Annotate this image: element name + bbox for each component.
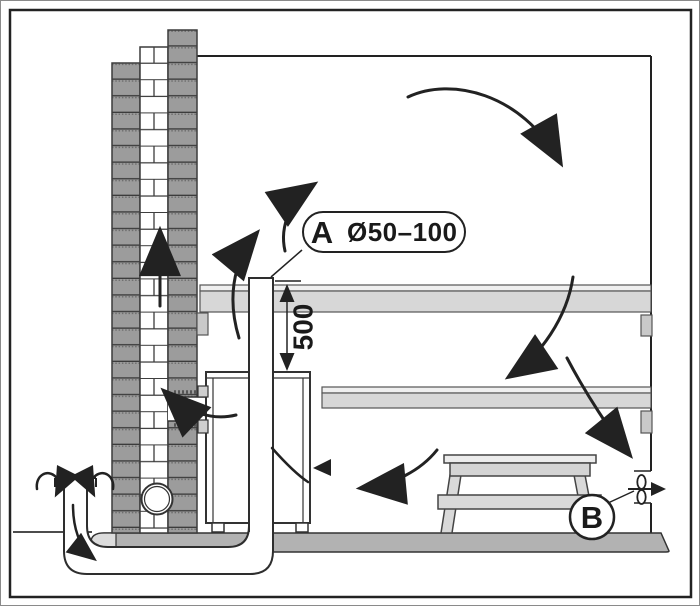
callout-a-leader (270, 249, 303, 278)
intake-duct-flow-arrow (65, 503, 97, 562)
chimney-cleanout (140, 482, 174, 516)
dimension-500: 500 (275, 280, 318, 371)
chimney (111, 29, 206, 534)
exhaust-vent-b: B (568, 474, 666, 541)
upper-bench-left-bracket (196, 312, 209, 336)
flue-gas-arrow (160, 387, 238, 438)
heater-foot-left (211, 522, 225, 533)
flue-flange-upper (197, 385, 209, 398)
exhaust-fan-icon (628, 474, 651, 505)
supply-duct-riser (248, 277, 274, 532)
upper-bench-right-bracket (640, 314, 653, 337)
intake-hook-arrow-left (35, 465, 80, 498)
heater-intake-curve (270, 446, 310, 484)
ceiling-circulation-arrow (406, 87, 564, 168)
heater-intake-arrowhead (313, 459, 331, 476)
flue-flange-lower (197, 419, 209, 434)
stool-top-board (443, 454, 597, 464)
exhaust-direction-arrowhead (651, 482, 666, 496)
callout-b-letter: B (581, 500, 603, 535)
callout-b-circle (568, 493, 616, 541)
rising-air-arrow-right (264, 181, 319, 253)
airflow-arrows (35, 87, 633, 562)
rising-air-arrow-left (211, 229, 261, 340)
toward-exhaust-arrow (565, 356, 633, 459)
callout-b-leader (607, 490, 635, 504)
chimney-left-brick-column (111, 62, 141, 534)
callout-a-letter: A (311, 215, 333, 250)
callout-a-pill (302, 211, 466, 253)
lower-bench-top-edge (321, 386, 652, 394)
upper-bench (199, 290, 652, 313)
intake-hook-arrow-right (70, 465, 115, 498)
chimney-flue-column (139, 46, 169, 534)
drawing-frame (8, 8, 693, 599)
floor-return-arrow (355, 448, 439, 505)
lower-bench-right-bracket (640, 410, 653, 434)
heater-foot-right (295, 522, 309, 533)
stool-apron (449, 462, 591, 477)
dimension-value: 500 (287, 304, 318, 351)
chimney-right-brick-column (167, 29, 198, 534)
benches (196, 284, 653, 434)
lower-bench (321, 392, 652, 409)
descending-air-arrow (504, 275, 575, 380)
callout-a-diameter: Ø50–100 (347, 217, 457, 247)
vent-a-callout: A Ø50–100 (270, 211, 466, 278)
